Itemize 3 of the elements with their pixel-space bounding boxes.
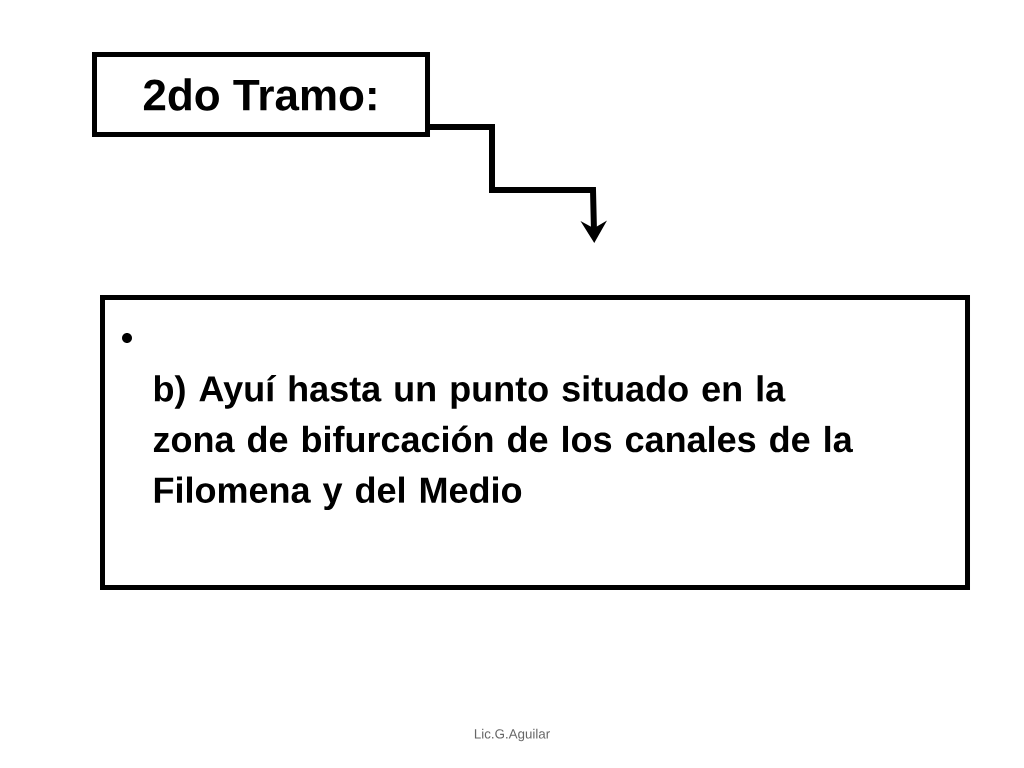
text-box: b) Ayuí hasta un punto situado en la zona de bifurcación de los canales de la Filomena y del Medio	[100, 295, 970, 590]
title-box: 2do Tramo:	[92, 52, 430, 137]
author-note: Lic.G.Aguilar	[474, 728, 550, 742]
